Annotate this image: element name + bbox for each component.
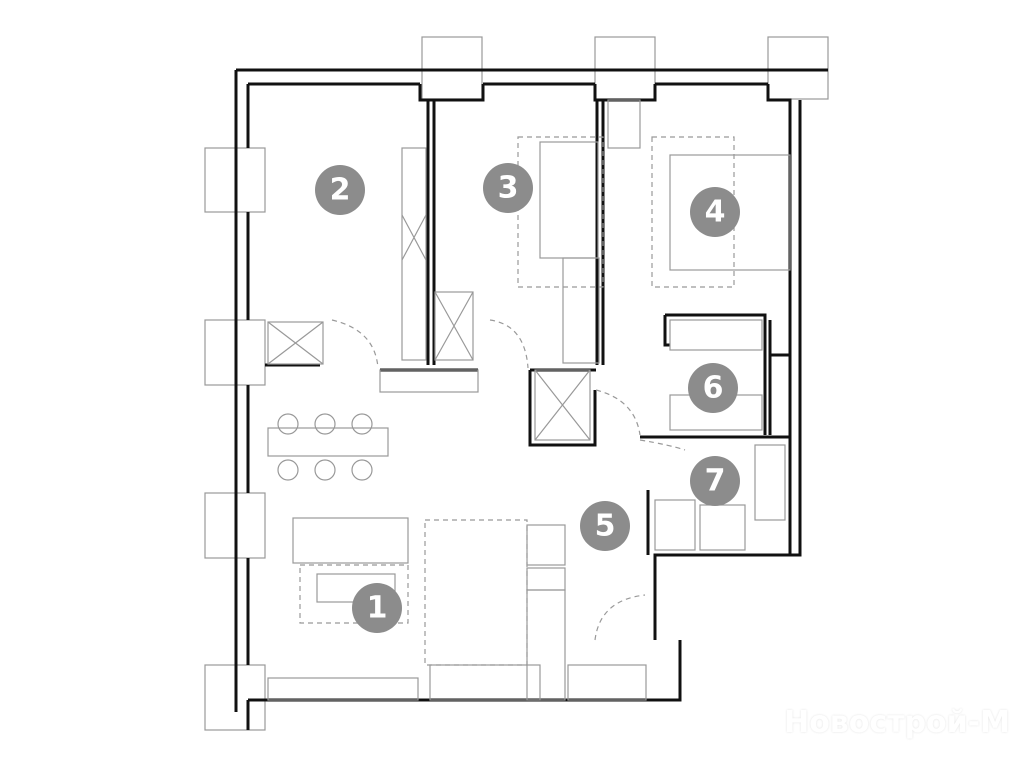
walls bbox=[234, 68, 828, 730]
furniture bbox=[267, 99, 791, 701]
svg-text:3: 3 bbox=[498, 171, 519, 206]
room-badge-1: 1 bbox=[352, 583, 402, 633]
svg-text:2: 2 bbox=[330, 173, 351, 208]
watermark: Новострой-М bbox=[784, 705, 1010, 740]
svg-text:6: 6 bbox=[703, 371, 724, 406]
room-badge-4: 4 bbox=[690, 187, 740, 237]
room-badge-6: 6 bbox=[688, 363, 738, 413]
room-badge-2: 2 bbox=[315, 165, 365, 215]
room-badge-7: 7 bbox=[690, 456, 740, 506]
svg-text:1: 1 bbox=[367, 591, 388, 626]
svg-text:5: 5 bbox=[595, 509, 616, 544]
svg-text:4: 4 bbox=[705, 195, 726, 230]
room-badge-3: 3 bbox=[483, 163, 533, 213]
svg-text:7: 7 bbox=[705, 464, 726, 499]
room-badge-5: 5 bbox=[580, 501, 630, 551]
